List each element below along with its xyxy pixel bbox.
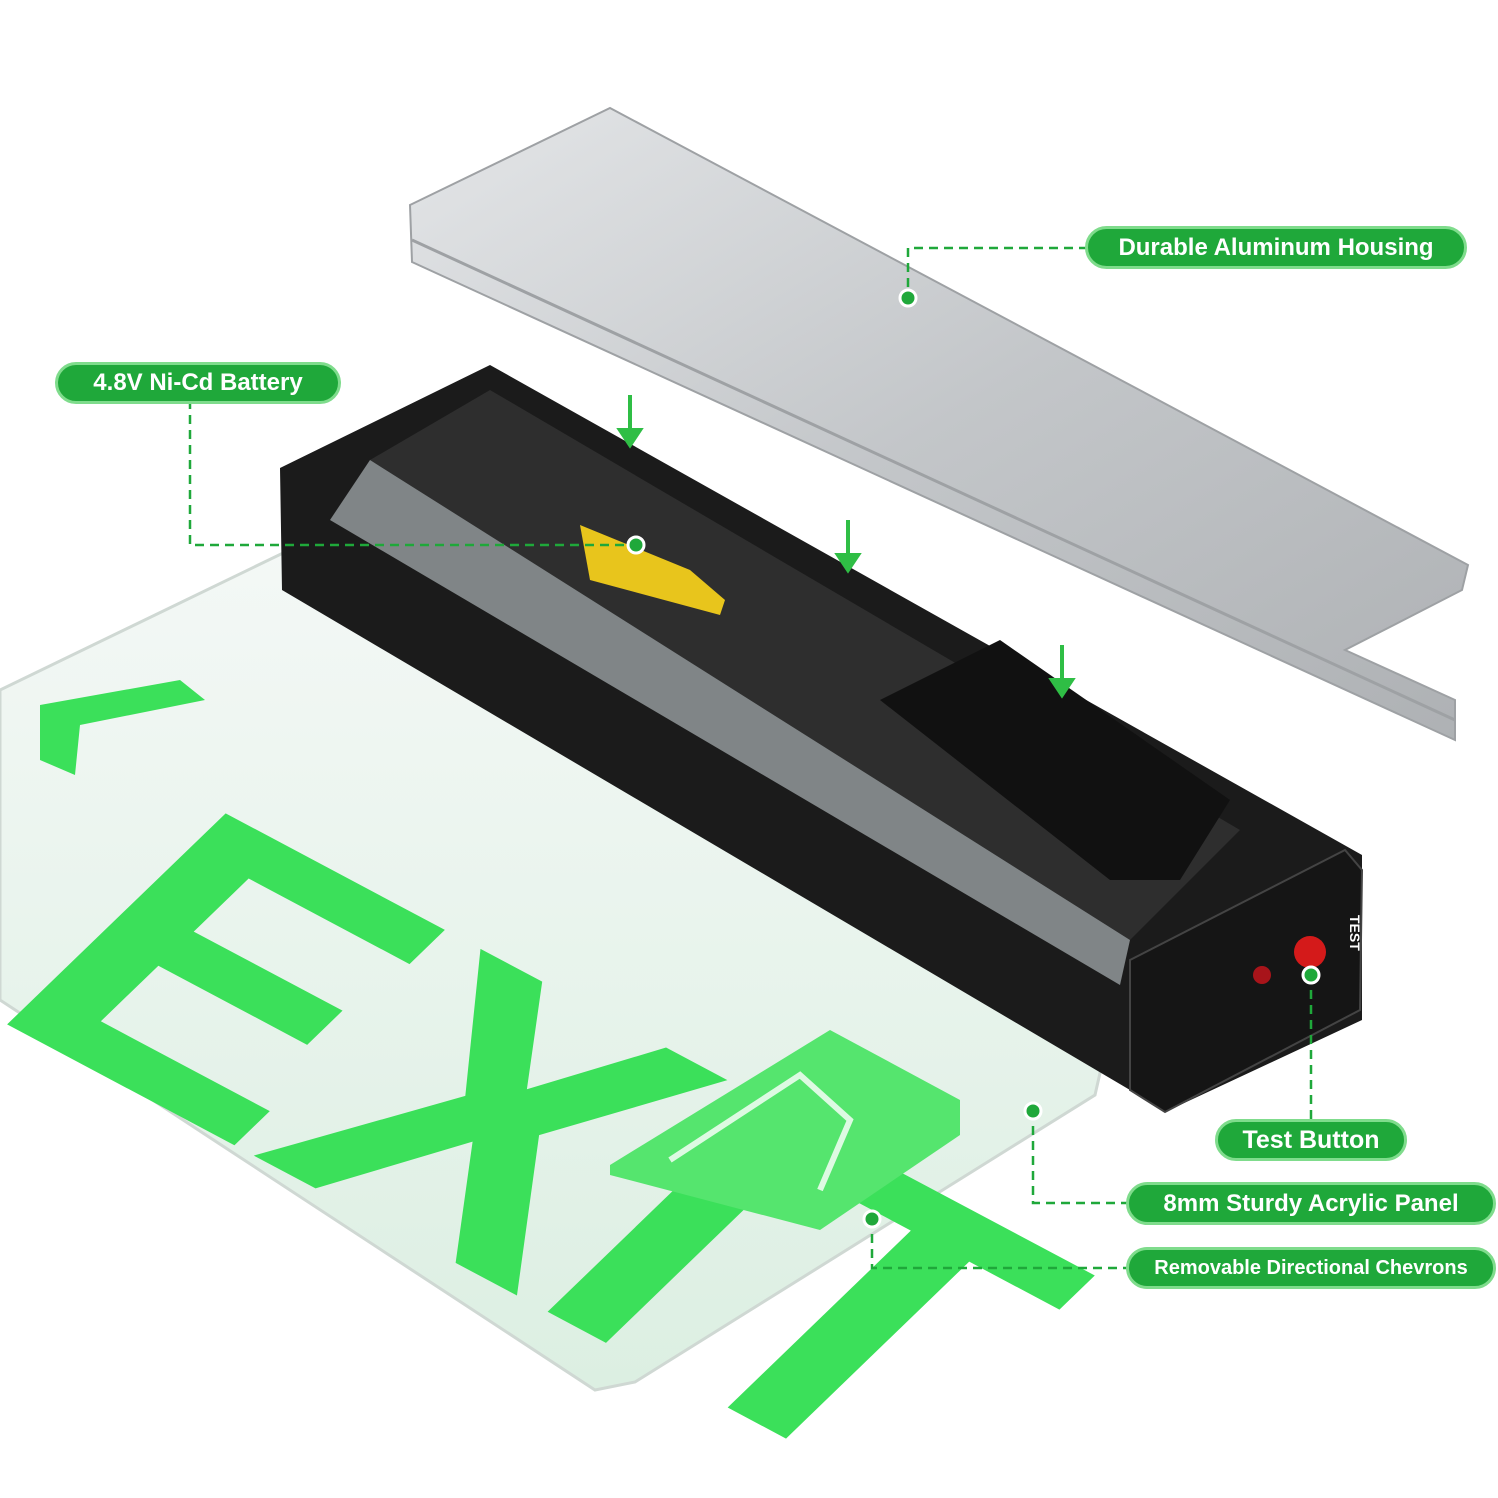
test-button[interactable] <box>1294 936 1326 968</box>
indicator-led <box>1253 966 1271 984</box>
end-cap <box>1129 848 1364 1114</box>
led-strip <box>330 460 1130 985</box>
left-chevron <box>40 680 205 775</box>
callout-panel: 8mm Sturdy Acrylic Panel <box>1126 1182 1496 1225</box>
assembly-arrows <box>616 395 1076 699</box>
chevron-sticker <box>610 1030 960 1230</box>
leader-lines <box>188 246 1313 1270</box>
callout-housing: Durable Aluminum Housing <box>1085 226 1467 269</box>
housing-edge <box>411 238 1456 722</box>
battery-pack <box>580 525 725 615</box>
callout-dots <box>626 288 1321 1229</box>
callout-test-button: Test Button <box>1215 1119 1407 1161</box>
circuit-box <box>880 640 1230 880</box>
chevron-arrow <box>668 1071 854 1192</box>
callout-chevrons: Removable Directional Chevrons <box>1126 1247 1496 1289</box>
aluminum-housing <box>408 106 1470 742</box>
callout-battery: 4.8V Ni-Cd Battery <box>55 362 341 404</box>
test-label: TEST <box>1347 915 1363 951</box>
